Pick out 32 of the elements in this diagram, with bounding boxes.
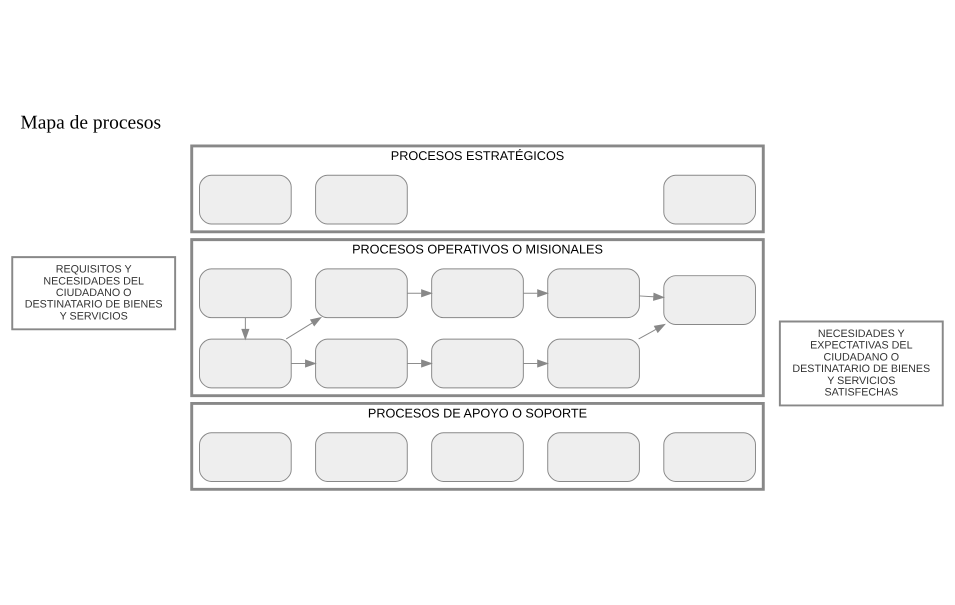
arrow [407, 288, 433, 297]
cluster: PROCESOS DE APOYO O SOPORTE [190, 402, 765, 490]
arrow [638, 323, 666, 339]
arrow [523, 288, 549, 297]
cluster: PROCESOS ESTRATÉGICOS [190, 144, 765, 233]
arrow [290, 358, 317, 368]
node-box [547, 432, 640, 482]
node-box [663, 274, 756, 324]
arrow [286, 316, 322, 339]
node-box [547, 268, 640, 318]
node-box [431, 432, 524, 482]
node-box [315, 338, 408, 388]
arrow [523, 358, 549, 368]
node-box [663, 432, 756, 482]
node-box [199, 432, 292, 482]
arrow [639, 292, 665, 300]
arrow [407, 358, 433, 368]
diagram-title: Mapa de procesos [20, 112, 162, 133]
node-box [431, 338, 524, 388]
node-box [315, 268, 408, 318]
node-box [199, 338, 292, 388]
node-box [315, 432, 408, 482]
node-box: REQUISITOS Y NECESIDADES DEL CIUDADANO O DESTINATARIO DE BIENES Y SERVICIOS [11, 256, 176, 330]
node-box [199, 174, 292, 224]
node-box [663, 174, 756, 224]
node-box [199, 268, 292, 318]
cluster: PROCESOS OPERATIVOS O MISIONALES [190, 238, 765, 397]
arrow [241, 316, 250, 340]
node-box [547, 338, 640, 388]
node-box [431, 268, 524, 318]
node-box: NECESIDADES Y EXPECTATIVAS DEL CIUDADANO O DESTINATARIO DE BIENES Y SERVICIOS SATISFECHAS [778, 320, 944, 406]
node-box [315, 174, 408, 224]
